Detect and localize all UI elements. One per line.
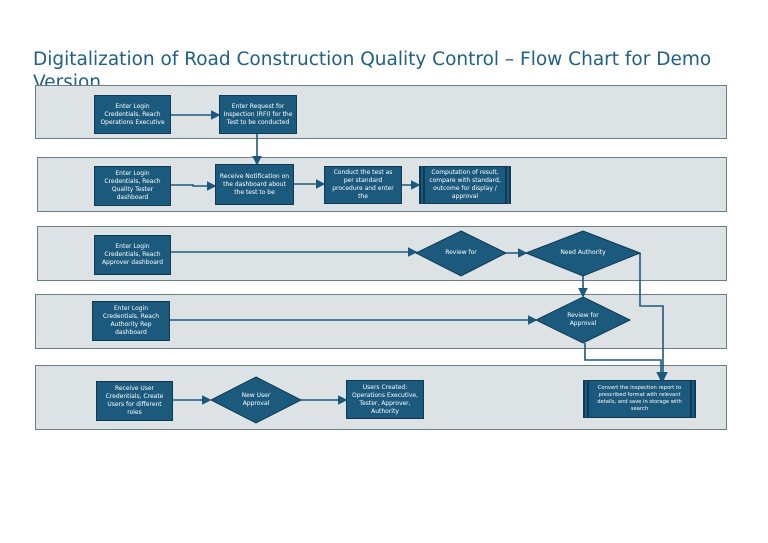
node-tester-compute: Computation of result, compare with stan…	[419, 166, 511, 204]
node-admin-created: Users Created: Operations Executive, Tes…	[346, 380, 424, 419]
node-approver-login: Enter Login Credentials, Reach Approver …	[94, 235, 171, 275]
edge-need-to-convert	[639, 253, 668, 382]
edge-tester-login-to-notify	[171, 181, 217, 191]
node-tester-conduct: Conduct the test as per standard procedu…	[324, 166, 402, 204]
decision-review-for-label: Review for	[445, 249, 477, 256]
decision-review-for	[414, 230, 508, 277]
decision-new-user-approval	[209, 376, 303, 424]
node-tester-notify: Receive Notification on the dashboard ab…	[215, 164, 294, 205]
edge-authority-review-to-convert	[584, 343, 666, 382]
decision-review-for-approval	[534, 296, 632, 344]
node-tester-login: Enter Login Credentials, Reach Quality T…	[94, 166, 171, 206]
decision-review-for-approval-label: Review for Approval	[567, 312, 599, 327]
decision-new-user-approval-label: New User Approval	[241, 392, 271, 407]
decision-need-authority	[524, 230, 642, 277]
node-ops-login: Enter Login Credentials, Reach Operation…	[94, 95, 171, 134]
node-convert-report: Convert the inspection report to prescri…	[583, 380, 696, 418]
node-ops-rfi: Enter Request for Inspection (RFI) for t…	[219, 95, 297, 134]
node-admin-receive: Receive User Credentials, Create Users f…	[96, 381, 173, 421]
decision-need-authority-label: Need Authority	[560, 249, 606, 256]
node-authority-login: Enter Login Credentials, Reach Authority…	[92, 301, 170, 341]
